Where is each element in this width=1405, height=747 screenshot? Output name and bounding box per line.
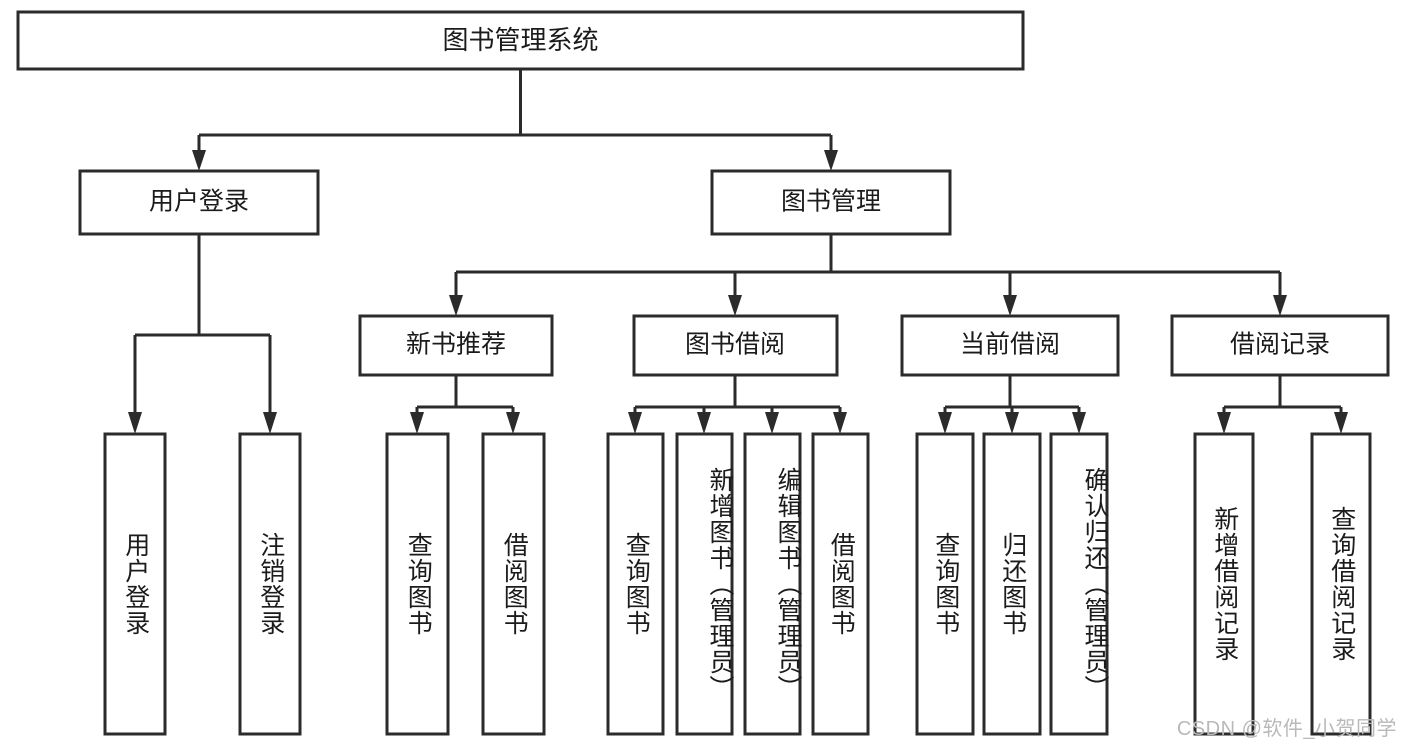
connector-currentborrow-to-leaves bbox=[943, 375, 1081, 414]
arrowhead-leaf-query-book-2 bbox=[628, 412, 642, 434]
arrowhead-leaf-user-logout bbox=[263, 412, 277, 434]
arrowhead-leaf-query-book-3 bbox=[938, 412, 952, 434]
arrowhead-to-book-manage bbox=[824, 150, 838, 171]
leaf-box-add-record[interactable] bbox=[1193, 432, 1255, 736]
node-current-borrow[interactable]: 当前借阅 bbox=[900, 314, 1120, 377]
leaf-box-layer bbox=[103, 432, 1372, 736]
arrowhead-leaf-borrow-book-2 bbox=[833, 412, 847, 434]
node-root[interactable]: 图书管理系统 bbox=[16, 10, 1025, 71]
arrowhead-to-borrow-record bbox=[1273, 295, 1287, 316]
leaf-box-query-record[interactable] bbox=[1310, 432, 1372, 736]
node-book-manage[interactable]: 图书管理 bbox=[710, 169, 952, 236]
node-borrow-record-box[interactable] bbox=[1170, 314, 1390, 377]
leaf-box-confirm-return[interactable] bbox=[1049, 432, 1109, 736]
node-current-borrow-label: 当前借阅 bbox=[960, 331, 1060, 359]
leaf-box-borrow-book-2[interactable] bbox=[811, 432, 870, 736]
connector-bookborrow-to-leaves bbox=[633, 375, 842, 414]
leaf-box-user-logout[interactable] bbox=[238, 432, 302, 736]
node-user-login-label: 用户登录 bbox=[149, 188, 249, 216]
arrowhead-to-user-login bbox=[192, 150, 206, 171]
leaf-box-query-book-3[interactable] bbox=[915, 432, 975, 736]
node-new-book-recommend[interactable]: 新书推荐 bbox=[358, 314, 554, 377]
arrowhead-leaf-confirm-return bbox=[1072, 412, 1086, 434]
node-book-borrow-box[interactable] bbox=[632, 314, 839, 377]
node-book-borrow-label: 图书借阅 bbox=[685, 331, 785, 359]
connector-root-to-level2 bbox=[197, 69, 833, 152]
connector-bookmanage-to-level3 bbox=[454, 234, 1282, 297]
arrowhead-to-book-borrow bbox=[728, 295, 742, 316]
node-current-borrow-box[interactable] bbox=[900, 314, 1120, 377]
arrowhead-leaf-edit-book bbox=[765, 412, 779, 434]
leaf-box-borrow-book-1[interactable] bbox=[481, 432, 546, 736]
node-book-manage-label: 图书管理 bbox=[781, 188, 881, 216]
arrowhead-leaf-query-book-1 bbox=[410, 412, 424, 434]
arrowhead-leaf-user-login bbox=[128, 412, 142, 434]
arrowhead-leaf-borrow-book-1 bbox=[506, 412, 520, 434]
leaf-box-query-book-2[interactable] bbox=[606, 432, 665, 736]
arrowhead-leaf-query-record bbox=[1334, 412, 1348, 434]
csdn-watermark: CSDN @软件_小贺同学 bbox=[1176, 718, 1397, 740]
leaf-box-edit-book[interactable] bbox=[743, 432, 802, 736]
arrowhead-to-current-borrow bbox=[1003, 295, 1017, 316]
arrowhead-to-new-book-rec bbox=[449, 295, 463, 316]
node-root-label: 图书管理系统 bbox=[442, 25, 598, 55]
node-root-box[interactable] bbox=[16, 10, 1025, 71]
node-new-book-recommend-box[interactable] bbox=[358, 314, 554, 377]
leaf-box-add-book[interactable] bbox=[675, 432, 734, 736]
node-new-book-recommend-label: 新书推荐 bbox=[406, 331, 506, 359]
arrowhead-leaf-add-book bbox=[697, 412, 711, 434]
node-borrow-record[interactable]: 借阅记录 bbox=[1170, 314, 1390, 377]
arrowhead-leaf-add-record bbox=[1217, 412, 1231, 434]
node-user-login-box[interactable] bbox=[78, 169, 320, 236]
leaf-box-user-login[interactable] bbox=[103, 432, 167, 736]
connector-newbookrec-to-leaves bbox=[415, 375, 515, 414]
leaf-box-return-book[interactable] bbox=[982, 432, 1042, 736]
node-book-manage-box[interactable] bbox=[710, 169, 952, 236]
leaf-box-query-book-1[interactable] bbox=[385, 432, 450, 736]
node-book-borrow[interactable]: 图书借阅 bbox=[632, 314, 839, 377]
connector-layer bbox=[128, 69, 1348, 434]
connector-userlogin-to-leaves bbox=[133, 234, 272, 414]
node-user-login[interactable]: 用户登录 bbox=[78, 169, 320, 236]
node-borrow-record-label: 借阅记录 bbox=[1230, 331, 1330, 359]
arrowhead-leaf-return-book bbox=[1005, 412, 1019, 434]
connector-borrowrecord-to-leaves bbox=[1222, 375, 1343, 414]
